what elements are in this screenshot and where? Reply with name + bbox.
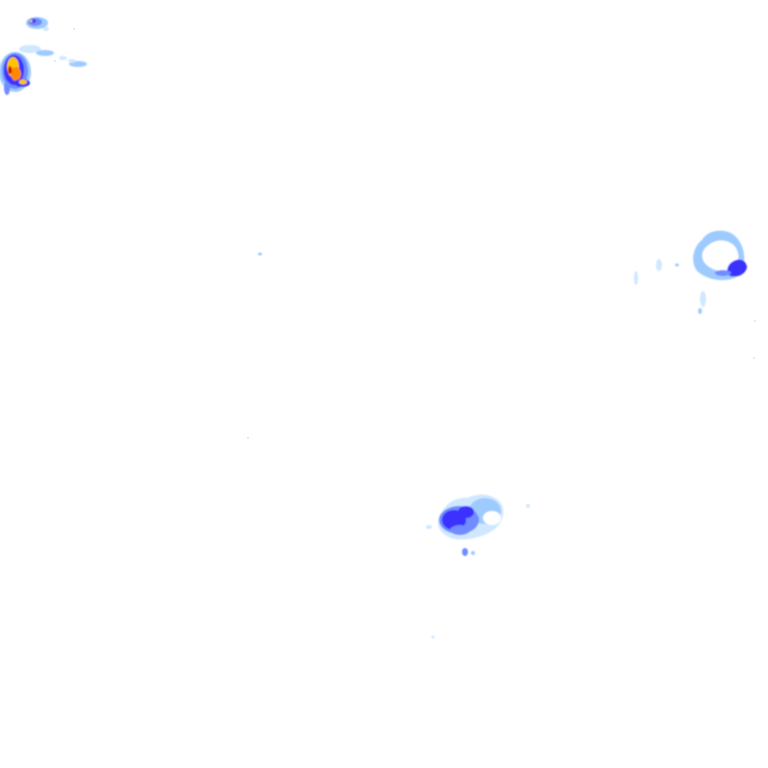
northwest-storm-cell [0, 52, 31, 95]
northwest-small-cell [26, 17, 49, 31]
east-ring-shower [258, 230, 747, 314]
south-central-shower [426, 494, 530, 639]
northwest-light-band [19, 45, 87, 67]
sparse-light-returns [54, 28, 756, 439]
